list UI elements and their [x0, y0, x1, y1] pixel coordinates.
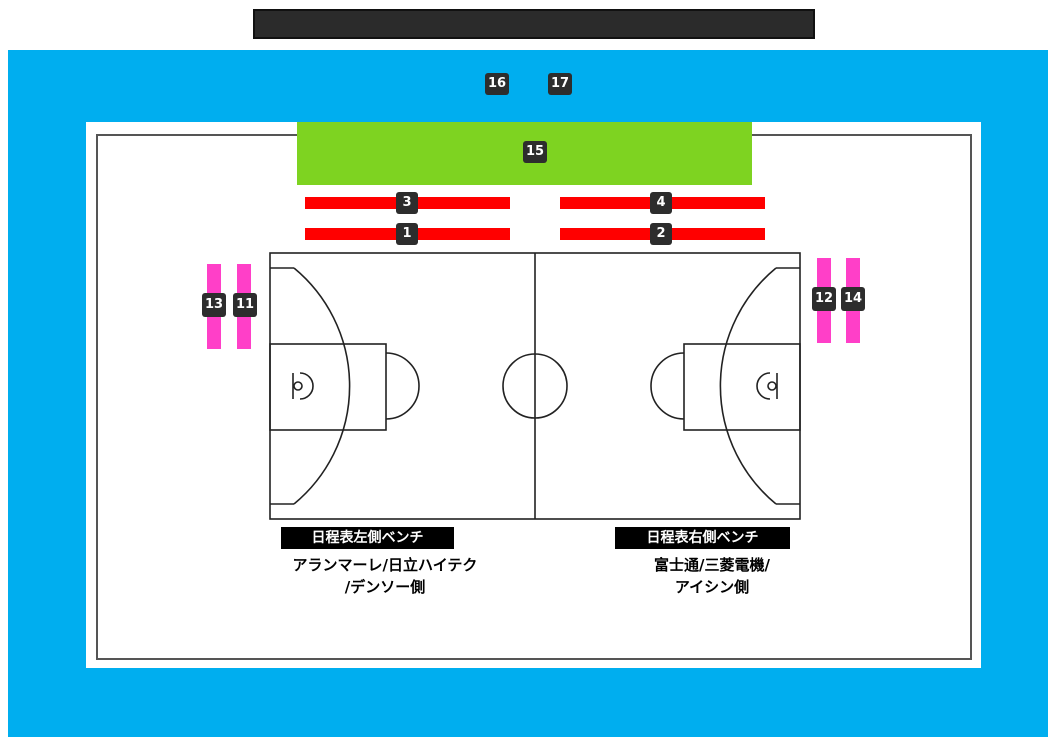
scoreboard-screen [253, 9, 815, 39]
left-restricted-arc [299, 372, 314, 400]
left-bench-label: 日程表左側ベンチ [281, 527, 454, 549]
seat-badge-1[interactable]: 1 [396, 223, 418, 245]
seat-badge-14[interactable]: 14 [841, 287, 866, 311]
right-bench-teams-line-2: アイシン側 [674, 578, 750, 596]
right-hoop [767, 381, 777, 391]
right-restricted-arc [756, 372, 771, 400]
right-bench-label: 日程表右側ベンチ [615, 527, 790, 549]
seat-badge-3[interactable]: 3 [396, 192, 418, 214]
seat-badge-16[interactable]: 16 [485, 73, 510, 95]
seat-badge-12[interactable]: 12 [812, 287, 837, 311]
left-bench-teams-line-2: /デンソー側 [344, 578, 426, 596]
seat-badge-11[interactable]: 11 [233, 293, 258, 317]
right-paint [683, 343, 801, 431]
center-circle [502, 353, 568, 419]
seat-badge-4[interactable]: 4 [650, 192, 672, 214]
seat-badge-17[interactable]: 17 [548, 73, 573, 95]
right-three-point-arc [719, 267, 777, 505]
left-three-point-arc [293, 267, 351, 505]
right-bench-teams-line-1: 富士通/三菱電機/ [654, 556, 770, 574]
arena-floor [86, 122, 981, 668]
left-free-throw-arc [385, 352, 420, 420]
left-paint [269, 343, 387, 431]
left-hoop [293, 381, 303, 391]
right-free-throw-arc [650, 352, 685, 420]
seat-badge-2[interactable]: 2 [650, 223, 672, 245]
seat-badge-15[interactable]: 15 [523, 141, 548, 163]
seat-badge-13[interactable]: 13 [202, 293, 227, 317]
left-bench-teams-line-1: アランマーレ/日立ハイテク [292, 556, 478, 574]
